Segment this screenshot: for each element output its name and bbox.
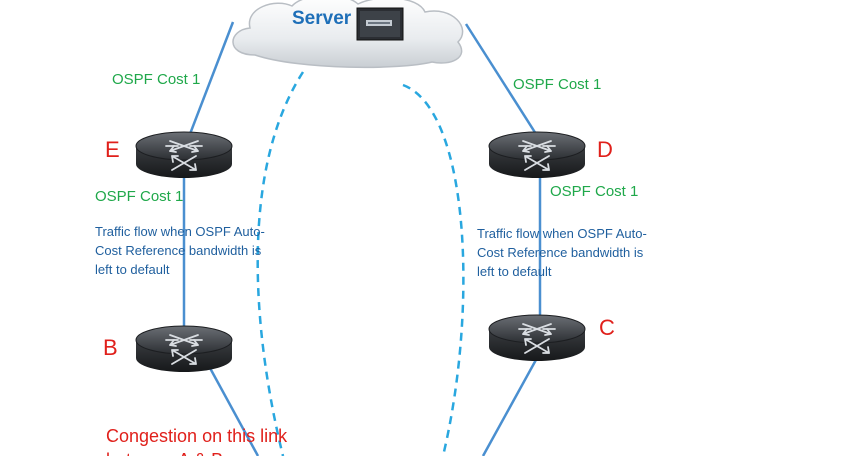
- traffic-flow-note-right: Traffic flow when OSPF Auto-Cost Referen…: [477, 226, 647, 279]
- router-d-icon: [488, 131, 586, 178]
- link-b-down: [208, 367, 260, 456]
- link-c-down: [481, 357, 539, 456]
- node-label-b: B: [103, 335, 118, 360]
- traffic-flow-left: [256, 71, 305, 456]
- router-e-icon: [135, 131, 233, 178]
- link-server-d: [464, 23, 538, 135]
- cost-label-e-b: OSPF Cost 1: [95, 188, 184, 205]
- node-label-c: C: [599, 315, 615, 340]
- link-server-e: [188, 21, 235, 135]
- traffic-flow-right: [402, 83, 465, 456]
- node-label-d: D: [597, 137, 613, 162]
- traffic-flow-note-left: Traffic flow when OSPF Auto-Cost Referen…: [95, 224, 265, 277]
- cost-label-server-d: OSPF Cost 1: [513, 76, 602, 93]
- server-icon: [356, 7, 404, 41]
- congestion-note: Congestion on this link between A & B: [106, 426, 288, 456]
- cost-label-server-e: OSPF Cost 1: [112, 71, 201, 88]
- server-cloud: [232, 0, 464, 69]
- node-label-e: E: [105, 137, 120, 162]
- router-c-icon: [488, 314, 586, 361]
- cost-label-d-c: OSPF Cost 1: [550, 183, 639, 200]
- router-b-icon: [135, 325, 233, 372]
- server-label: Server: [292, 8, 352, 29]
